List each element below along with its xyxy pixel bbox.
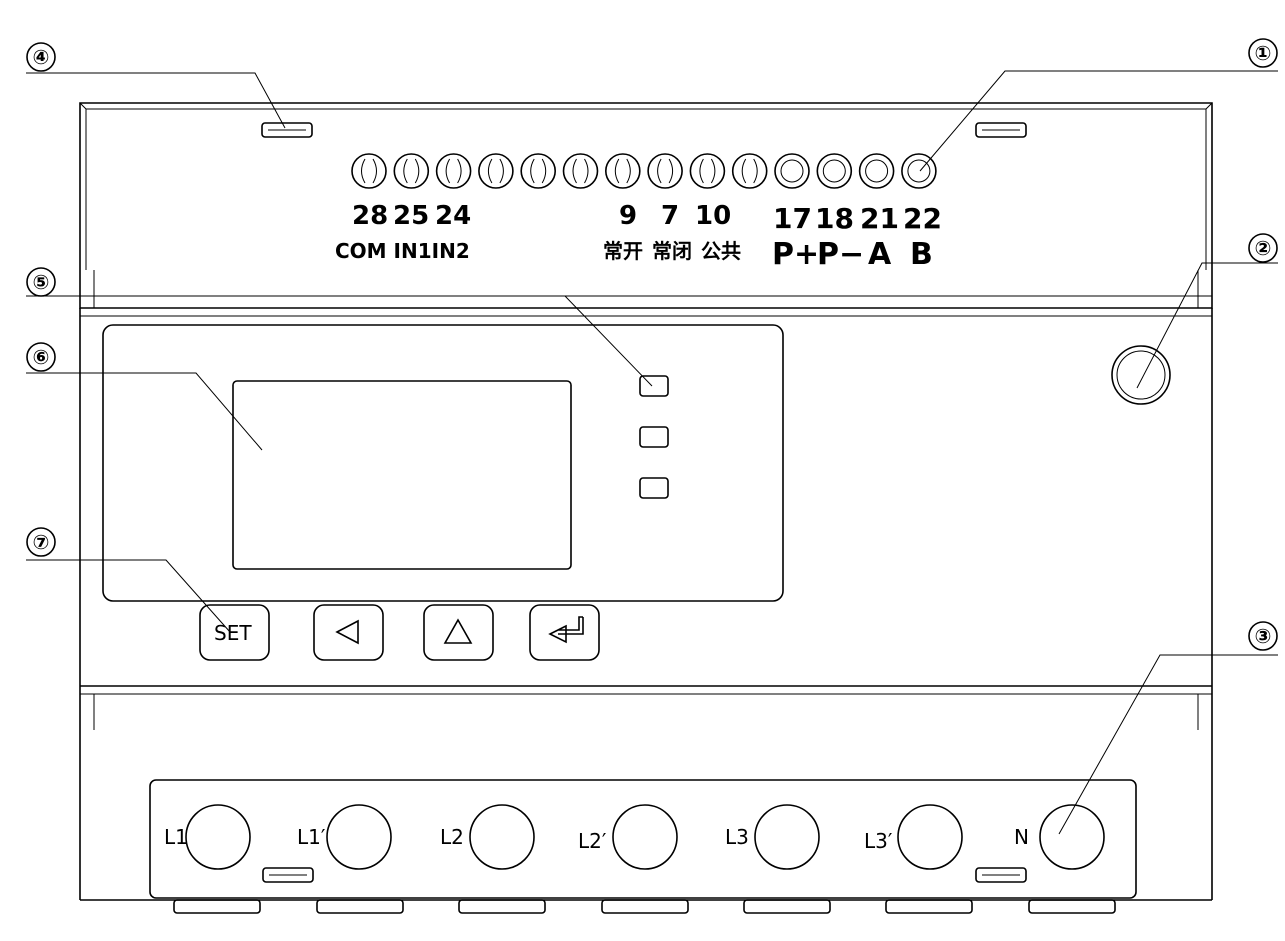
terminal-number-22: 22 <box>903 202 942 235</box>
terminal-hole-top-10 <box>731 153 768 189</box>
terminal-label-com-in: COM IN1IN2 <box>335 239 470 263</box>
callout-markers: ① ② ③ ④ ⑤ ⑥ ⑦ <box>26 38 1278 651</box>
terminal-number-9: 9 <box>619 201 637 231</box>
terminal-label-l1: L1 <box>164 825 188 849</box>
din-rail-feet <box>173 899 1116 914</box>
top-terminal-row <box>351 153 937 189</box>
terminal-number-7: 7 <box>661 201 679 231</box>
terminal-hole-l3 <box>754 804 820 870</box>
clip-bottom-left <box>262 867 314 883</box>
triangle-left-icon <box>335 619 359 645</box>
enter-arrow-icon <box>548 616 584 644</box>
foot-7 <box>1028 899 1116 914</box>
foot-1 <box>173 899 261 914</box>
set-button-label: SET <box>214 621 252 645</box>
foot-5 <box>743 899 831 914</box>
callout-5: ⑤ <box>26 267 56 297</box>
terminal-hole-top-6 <box>562 153 599 189</box>
enter-button[interactable] <box>529 604 600 661</box>
terminal-hole-top-3 <box>435 153 472 189</box>
foot-4 <box>601 899 689 914</box>
terminal-number-24: 24 <box>435 201 471 231</box>
terminal-label-n: N <box>1014 825 1029 849</box>
communication-port <box>1111 345 1171 405</box>
terminal-hole-top-5 <box>520 153 557 189</box>
indicator-led-2 <box>639 426 669 448</box>
terminal-hole-top-4 <box>478 153 514 189</box>
terminal-number-17: 17 <box>773 202 812 235</box>
terminal-label-l2: L2 <box>440 825 464 849</box>
terminal-label-l2-prime: L2′ <box>578 829 607 853</box>
triangle-up-icon <box>443 618 473 644</box>
terminal-label-a: A <box>868 237 892 272</box>
terminal-number-25: 25 <box>393 201 429 231</box>
foot-6 <box>885 899 973 914</box>
terminal-number-18: 18 <box>815 202 854 235</box>
terminal-number-21: 21 <box>860 202 899 235</box>
terminal-hole-l1-prime <box>326 804 392 870</box>
clip-top-right <box>975 122 1027 138</box>
top-terminal-labels: 28 25 24 COM IN1IN2 9 7 10 常开 常闭 公共 17 1… <box>335 201 942 272</box>
svg-text:②: ② <box>1255 236 1272 260</box>
callout-7: ⑦ <box>26 527 56 557</box>
terminal-hole-l2 <box>469 804 535 870</box>
svg-text:③: ③ <box>1255 624 1272 648</box>
terminal-label-l1-prime: L1′ <box>297 825 326 849</box>
svg-text:①: ① <box>1255 41 1272 65</box>
terminal-label-p-plus: P+ <box>772 237 819 272</box>
terminal-hole-l2-prime <box>612 804 678 870</box>
indicator-led-1 <box>639 375 669 397</box>
callout-4: ④ <box>26 42 56 72</box>
terminal-label-l3-prime: L3′ <box>864 829 893 853</box>
terminal-hole-top-13 <box>858 153 895 189</box>
clip-bottom-right <box>975 867 1027 883</box>
terminal-label-no: 常开 <box>603 239 643 263</box>
left-button[interactable] <box>313 604 384 661</box>
callout-2: ② <box>1248 233 1278 263</box>
terminal-hole-top-7 <box>604 153 641 189</box>
terminal-number-28: 28 <box>352 201 388 231</box>
svg-text:⑥: ⑥ <box>33 345 50 369</box>
foot-3 <box>458 899 546 914</box>
terminal-number-10: 10 <box>695 201 731 231</box>
terminal-label-common: 公共 <box>701 239 741 263</box>
svg-text:⑤: ⑤ <box>33 270 50 294</box>
indicator-led-3 <box>639 477 669 499</box>
terminal-label-nc: 常闭 <box>652 239 692 263</box>
display-panel <box>102 324 784 602</box>
up-button[interactable] <box>423 604 494 661</box>
terminal-hole-top-8 <box>647 153 683 189</box>
terminal-hole-l3-prime <box>897 804 963 870</box>
lcd-screen <box>232 380 572 570</box>
terminal-hole-top-14 <box>901 153 937 189</box>
terminal-label-p-minus: P− <box>817 237 864 272</box>
terminal-hole-n <box>1039 804 1105 870</box>
callout-1: ① <box>1248 38 1278 68</box>
set-button[interactable]: SET <box>199 604 270 661</box>
callout-6: ⑥ <box>26 342 56 372</box>
foot-2 <box>316 899 404 914</box>
callout-3: ③ <box>1248 621 1278 651</box>
terminal-hole-top-1 <box>351 153 387 189</box>
leader-lines <box>26 70 1278 835</box>
terminal-hole-l1 <box>185 804 251 870</box>
terminal-hole-top-2 <box>393 153 430 189</box>
svg-text:⑦: ⑦ <box>33 530 50 554</box>
terminal-label-l3: L3 <box>725 825 749 849</box>
terminal-hole-top-12 <box>816 153 853 189</box>
terminal-hole-top-9 <box>689 153 726 189</box>
bottom-terminal-row: L1 L1′ L2 L2′ L3 L3′ N <box>164 804 1105 870</box>
clip-top-left <box>261 122 313 138</box>
terminal-hole-top-11 <box>774 153 810 189</box>
terminal-label-b: B <box>910 237 933 272</box>
svg-text:④: ④ <box>33 45 50 69</box>
housing <box>79 102 1213 901</box>
indicator-leds <box>639 375 669 499</box>
